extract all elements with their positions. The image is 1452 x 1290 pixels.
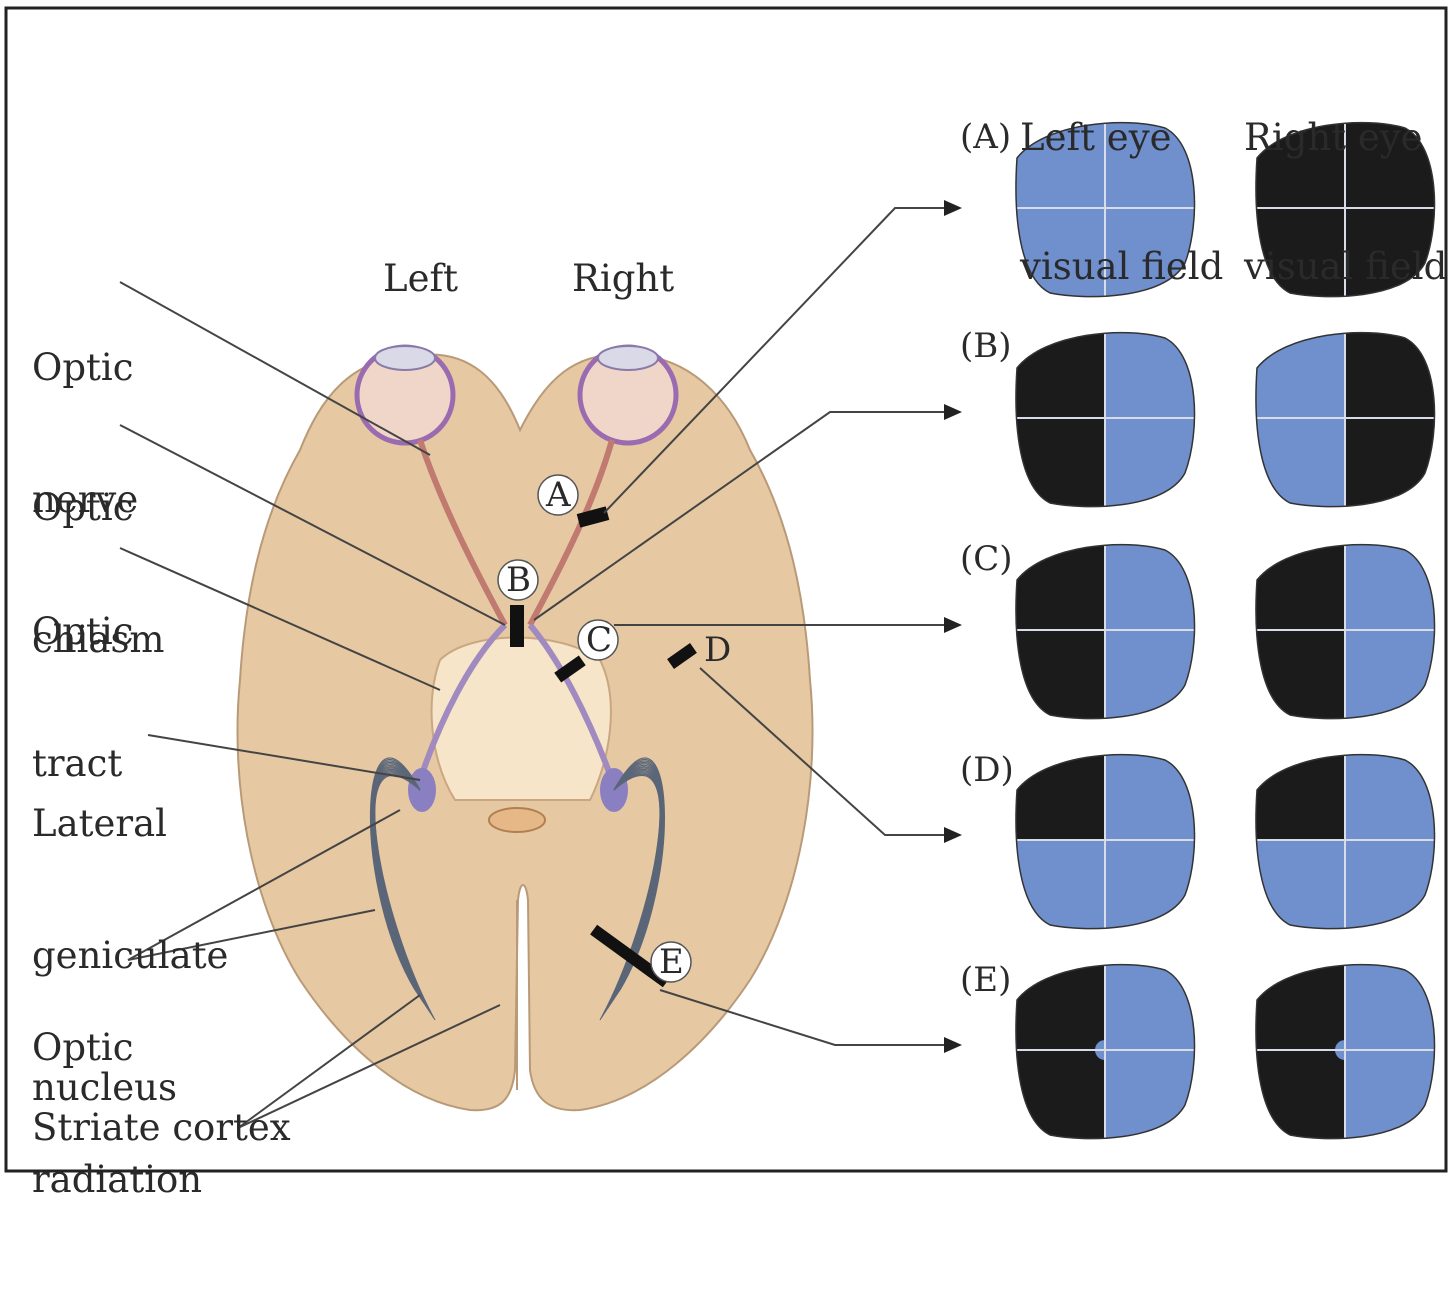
right-eye-header-line-1: Right eye xyxy=(1244,116,1447,159)
right-orientation-label: Right xyxy=(572,257,674,301)
row-label-c: (C) xyxy=(960,537,1013,581)
row-label-d: (D) xyxy=(960,748,1014,792)
field-quadrant xyxy=(1005,950,1105,1050)
optic-tract-line-1: Optic xyxy=(32,610,133,654)
field-quadrant xyxy=(1005,418,1105,518)
lesion-letter-e: E xyxy=(659,940,684,984)
left-eye-header-line-1: Left eye xyxy=(1020,116,1223,159)
optic-radiation-line-2: radiation xyxy=(32,1158,202,1202)
field-quadrant xyxy=(1005,630,1105,730)
lesion-letter-d: D xyxy=(704,628,731,672)
right-eye-field-header: Right eye visual field xyxy=(1244,30,1447,374)
right-eye-icon xyxy=(580,346,676,443)
field-quadrant xyxy=(1245,530,1345,630)
left-lgn xyxy=(408,768,436,812)
field-quadrant xyxy=(1245,418,1345,518)
field-quadrant xyxy=(1245,1050,1345,1150)
field-quadrant xyxy=(1105,630,1205,730)
optic-nerve-line-1: Optic xyxy=(32,346,138,390)
field-quadrant xyxy=(1105,840,1205,940)
field-quadrant xyxy=(1245,630,1345,730)
right-eye-field xyxy=(1245,950,1445,1150)
field-quadrant xyxy=(1005,530,1105,630)
lgn-line-1: Lateral xyxy=(32,802,228,846)
lesion-letter-c: C xyxy=(586,618,612,662)
row-label-b: (B) xyxy=(960,324,1012,368)
right-eye-field xyxy=(1245,740,1445,940)
left-orientation-label: Left xyxy=(383,257,458,301)
brain-illustration xyxy=(238,346,813,1110)
field-quadrant xyxy=(1345,1050,1445,1150)
visual-pathway-figure: Left eye visual field Right eye visual f… xyxy=(0,0,1452,1175)
field-quadrant xyxy=(1245,950,1345,1050)
field-quadrant xyxy=(1245,840,1345,940)
left-eye-icon xyxy=(357,346,453,443)
row-label-e: (E) xyxy=(960,958,1011,1002)
field-quadrant xyxy=(1105,1050,1205,1150)
row-label-a: (A) xyxy=(960,115,1011,159)
optic-radiation-line-1: Optic xyxy=(32,1026,202,1070)
left-eye-field xyxy=(1005,740,1205,940)
right-eye-header-line-2: visual field xyxy=(1244,245,1447,288)
field-quadrant xyxy=(1345,630,1445,730)
left-eye-field xyxy=(1005,530,1205,730)
left-eye-field-header: Left eye visual field xyxy=(1020,30,1223,374)
lesion-bar-b xyxy=(510,605,524,647)
field-quadrant xyxy=(1105,418,1205,518)
field-quadrant xyxy=(1345,418,1445,518)
field-quadrant xyxy=(1005,1050,1105,1150)
striate-cortex-label: Striate cortex xyxy=(32,1106,291,1150)
left-eye-field xyxy=(1005,950,1205,1150)
field-quadrant xyxy=(1005,840,1105,940)
mammillary-bodies xyxy=(489,808,545,832)
lesion-letter-b: B xyxy=(506,558,531,602)
right-eye-field xyxy=(1245,530,1445,730)
field-quadrant xyxy=(1345,840,1445,940)
lesion-letter-a: A xyxy=(546,473,571,517)
field-quadrant xyxy=(1005,740,1105,840)
field-quadrant xyxy=(1245,740,1345,840)
left-eye-header-line-2: visual field xyxy=(1020,245,1223,288)
